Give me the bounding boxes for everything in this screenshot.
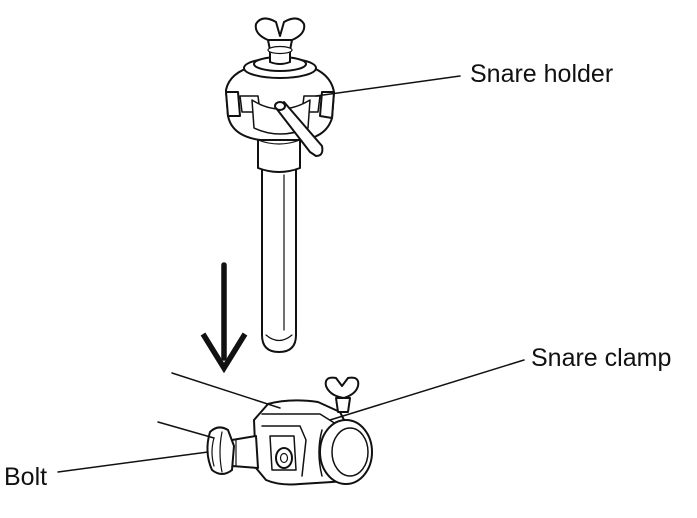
label-snare-clamp: Snare clamp (531, 344, 672, 372)
holder-collar (257, 131, 301, 173)
snare-clamp-part (206, 376, 373, 486)
label-snare-holder: Snare holder (470, 60, 614, 88)
holder-tilt-handle (275, 101, 324, 157)
leader-lines (57, 75, 525, 473)
snare-holder-part (225, 17, 335, 353)
label-bolt: Bolt (4, 463, 48, 491)
leader-extra-upper (171, 372, 281, 409)
leader-snare-clamp (329, 359, 525, 421)
leader-snare-holder (315, 75, 461, 97)
clamp-top-wing-bolt (324, 376, 360, 399)
leader-bolt (57, 451, 209, 473)
arrow-down-icon (200, 262, 248, 374)
leader-extra-lower (157, 421, 215, 439)
holder-rod (261, 167, 297, 353)
